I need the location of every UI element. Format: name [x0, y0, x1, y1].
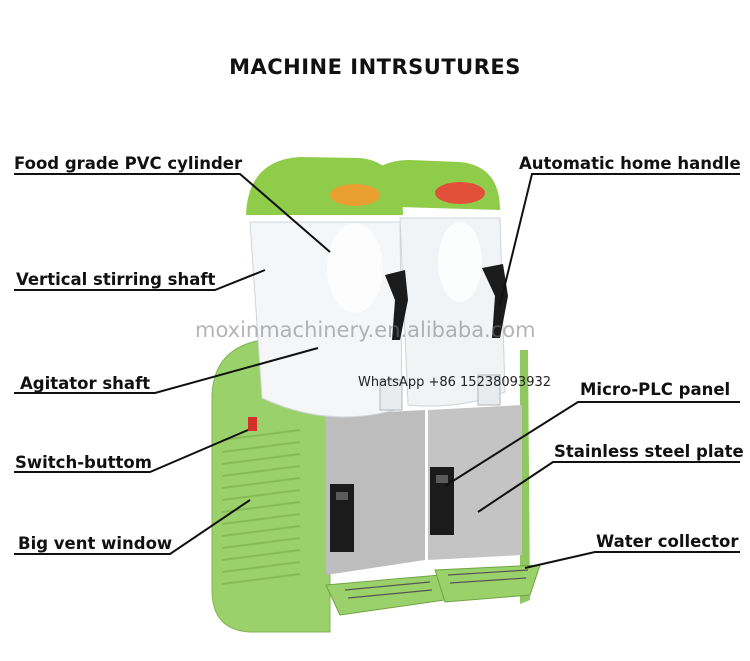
- leader-plc-panel: [444, 401, 740, 487]
- leader-vent-window: [14, 499, 251, 555]
- handle-left: [385, 270, 408, 340]
- dispenser-right: [477, 374, 501, 406]
- contact-text: WhatsApp +86 15238093932: [358, 375, 552, 390]
- dispenser-left: [379, 379, 403, 411]
- label-agitator-shaft: Agitator shaft: [20, 374, 151, 393]
- label-pvc-cylinder: Food grade PVC cylinder: [14, 154, 243, 173]
- machine-side-right: [520, 350, 530, 604]
- label-stirring-shaft: Vertical stirring shaft: [16, 270, 216, 289]
- label-water-collector: Water collector: [596, 532, 739, 551]
- leader-pvc-cylinder: [14, 173, 331, 253]
- lid-right: [362, 160, 500, 210]
- leader-switch-button: [14, 429, 249, 473]
- leader-home-handle: [499, 173, 740, 306]
- diagram-title: MACHINE INTRSUTURES: [229, 55, 521, 79]
- power-switch: [248, 417, 257, 431]
- leader-agitator-shaft: [14, 347, 319, 394]
- label-plc-panel: Micro-PLC panel: [580, 380, 731, 399]
- leader-stirring-shaft: [14, 269, 266, 291]
- label-steel-plate: Stainless steel plate: [554, 442, 744, 461]
- watermark: moxinmachinery.en.alibaba.com: [195, 318, 536, 342]
- label-home-handle: Automatic home handle: [519, 154, 741, 173]
- handle-right: [482, 264, 508, 338]
- leader-steel-plate: [477, 461, 740, 513]
- leader-water-collector: [524, 551, 740, 569]
- label-vent-window: Big vent window: [18, 534, 173, 553]
- label-switch-button: Switch-buttom: [15, 453, 152, 472]
